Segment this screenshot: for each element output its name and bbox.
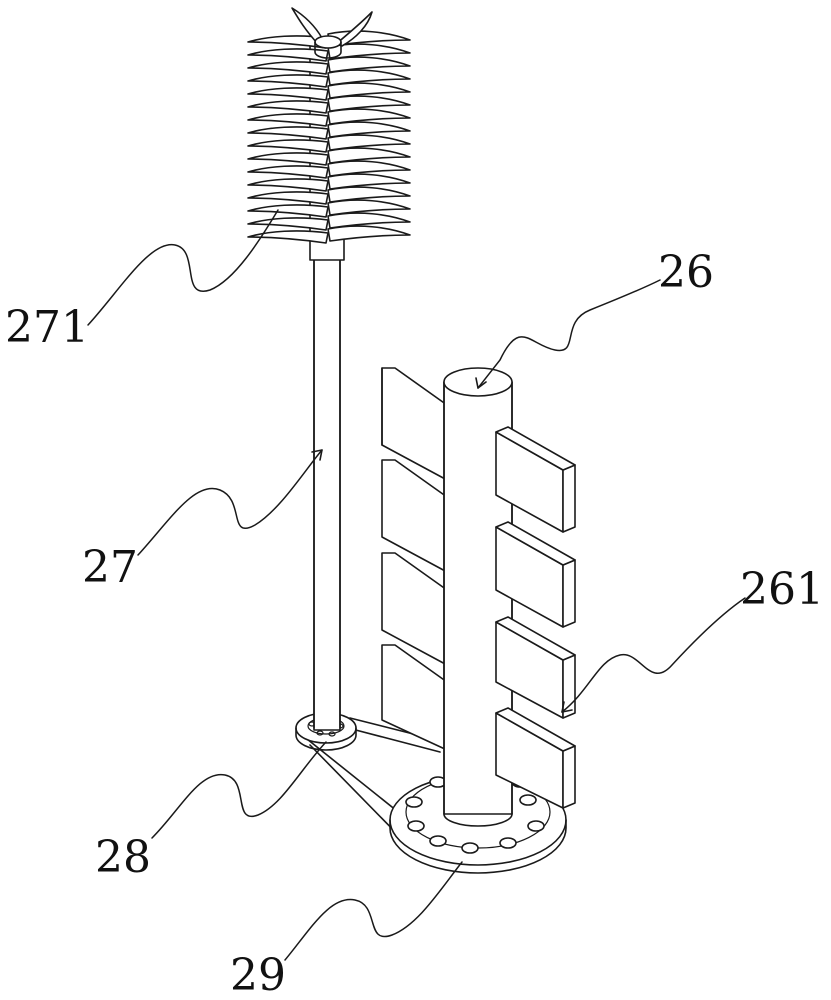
- blade-left: [247, 178, 329, 192]
- blade-left: [247, 204, 329, 218]
- blade-top: [335, 11, 373, 47]
- leader-27: [137, 449, 323, 556]
- blade-left: [247, 165, 329, 179]
- brush-head: [247, 7, 411, 261]
- blade-left: [247, 48, 329, 62]
- large-pulley: [389, 774, 567, 874]
- driven-shaft: [313, 239, 341, 731]
- leader-26: [477, 279, 661, 389]
- blade-right: [327, 225, 411, 242]
- blade-top: [291, 7, 323, 45]
- paddle-1: [495, 426, 576, 533]
- back-paddles: [381, 367, 448, 751]
- blade-left: [247, 217, 329, 231]
- label-27: 27: [82, 542, 138, 593]
- label-29: 29: [230, 950, 286, 1000]
- paddle-4: [495, 707, 576, 809]
- blade-left: [247, 87, 329, 101]
- leader-lines: [87, 209, 746, 961]
- leader-29: [284, 861, 463, 961]
- blade-left: [247, 139, 329, 153]
- brush-blades: [247, 7, 411, 244]
- leader-271: [87, 209, 279, 326]
- blade-left: [247, 61, 329, 75]
- leader-28: [151, 741, 327, 839]
- label-261: 261: [740, 564, 824, 615]
- label-26: 26: [658, 247, 714, 298]
- blade-left: [247, 74, 329, 88]
- blade-left: [247, 100, 329, 114]
- label-28: 28: [95, 832, 151, 883]
- blade-left: [247, 113, 329, 127]
- front-paddles: [495, 426, 576, 809]
- blade-left: [247, 35, 329, 49]
- blade-left: [247, 152, 329, 166]
- blade-left: [247, 191, 329, 205]
- blade-left: [247, 230, 329, 244]
- label-271: 271: [5, 302, 89, 353]
- leader-261: [561, 597, 746, 713]
- paddle-2: [495, 521, 576, 628]
- paddle-3: [495, 616, 576, 719]
- blade-left: [247, 126, 329, 140]
